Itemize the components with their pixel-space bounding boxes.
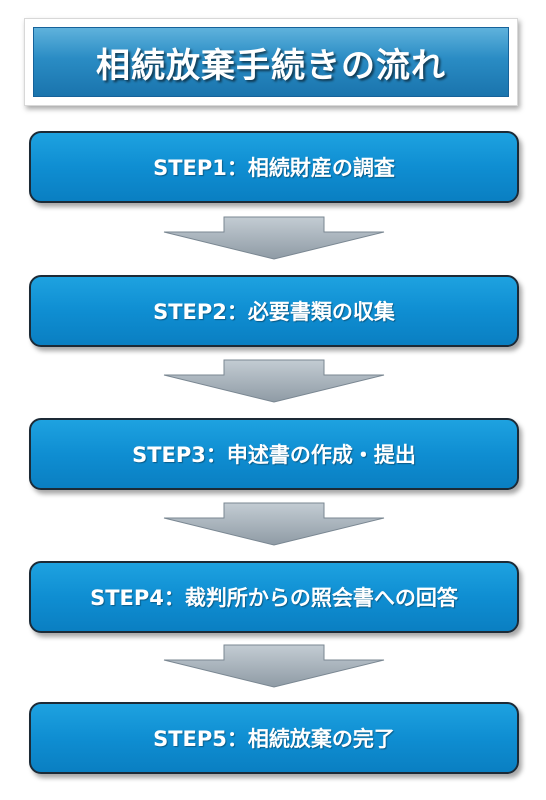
step-2-label: STEP2：必要書類の収集 [153,300,395,324]
step-2-box: STEP2：必要書類の収集 [29,275,519,347]
step-5-box: STEP5：相続放棄の完了 [29,702,519,774]
down-arrow-3 [163,502,385,546]
title-banner: 相続放棄手続きの流れ [33,27,509,97]
step-3-label: STEP3：申述書の作成・提出 [132,443,416,467]
step-1-label: STEP1：相続財産の調査 [153,156,395,180]
down-arrow-4 [163,644,385,688]
step-4-label: STEP4：裁判所からの照会書への回答 [90,586,458,610]
title-frame: 相続放棄手続きの流れ [24,18,518,106]
step-5-label: STEP5：相続放棄の完了 [153,727,395,751]
step-4-box: STEP4：裁判所からの照会書への回答 [29,561,519,633]
step-1-box: STEP1：相続財産の調査 [29,131,519,203]
down-arrow-1 [163,216,385,260]
step-3-box: STEP3：申述書の作成・提出 [29,418,519,490]
down-arrow-2 [163,359,385,403]
diagram-title: 相続放棄手続きの流れ [96,45,446,86]
